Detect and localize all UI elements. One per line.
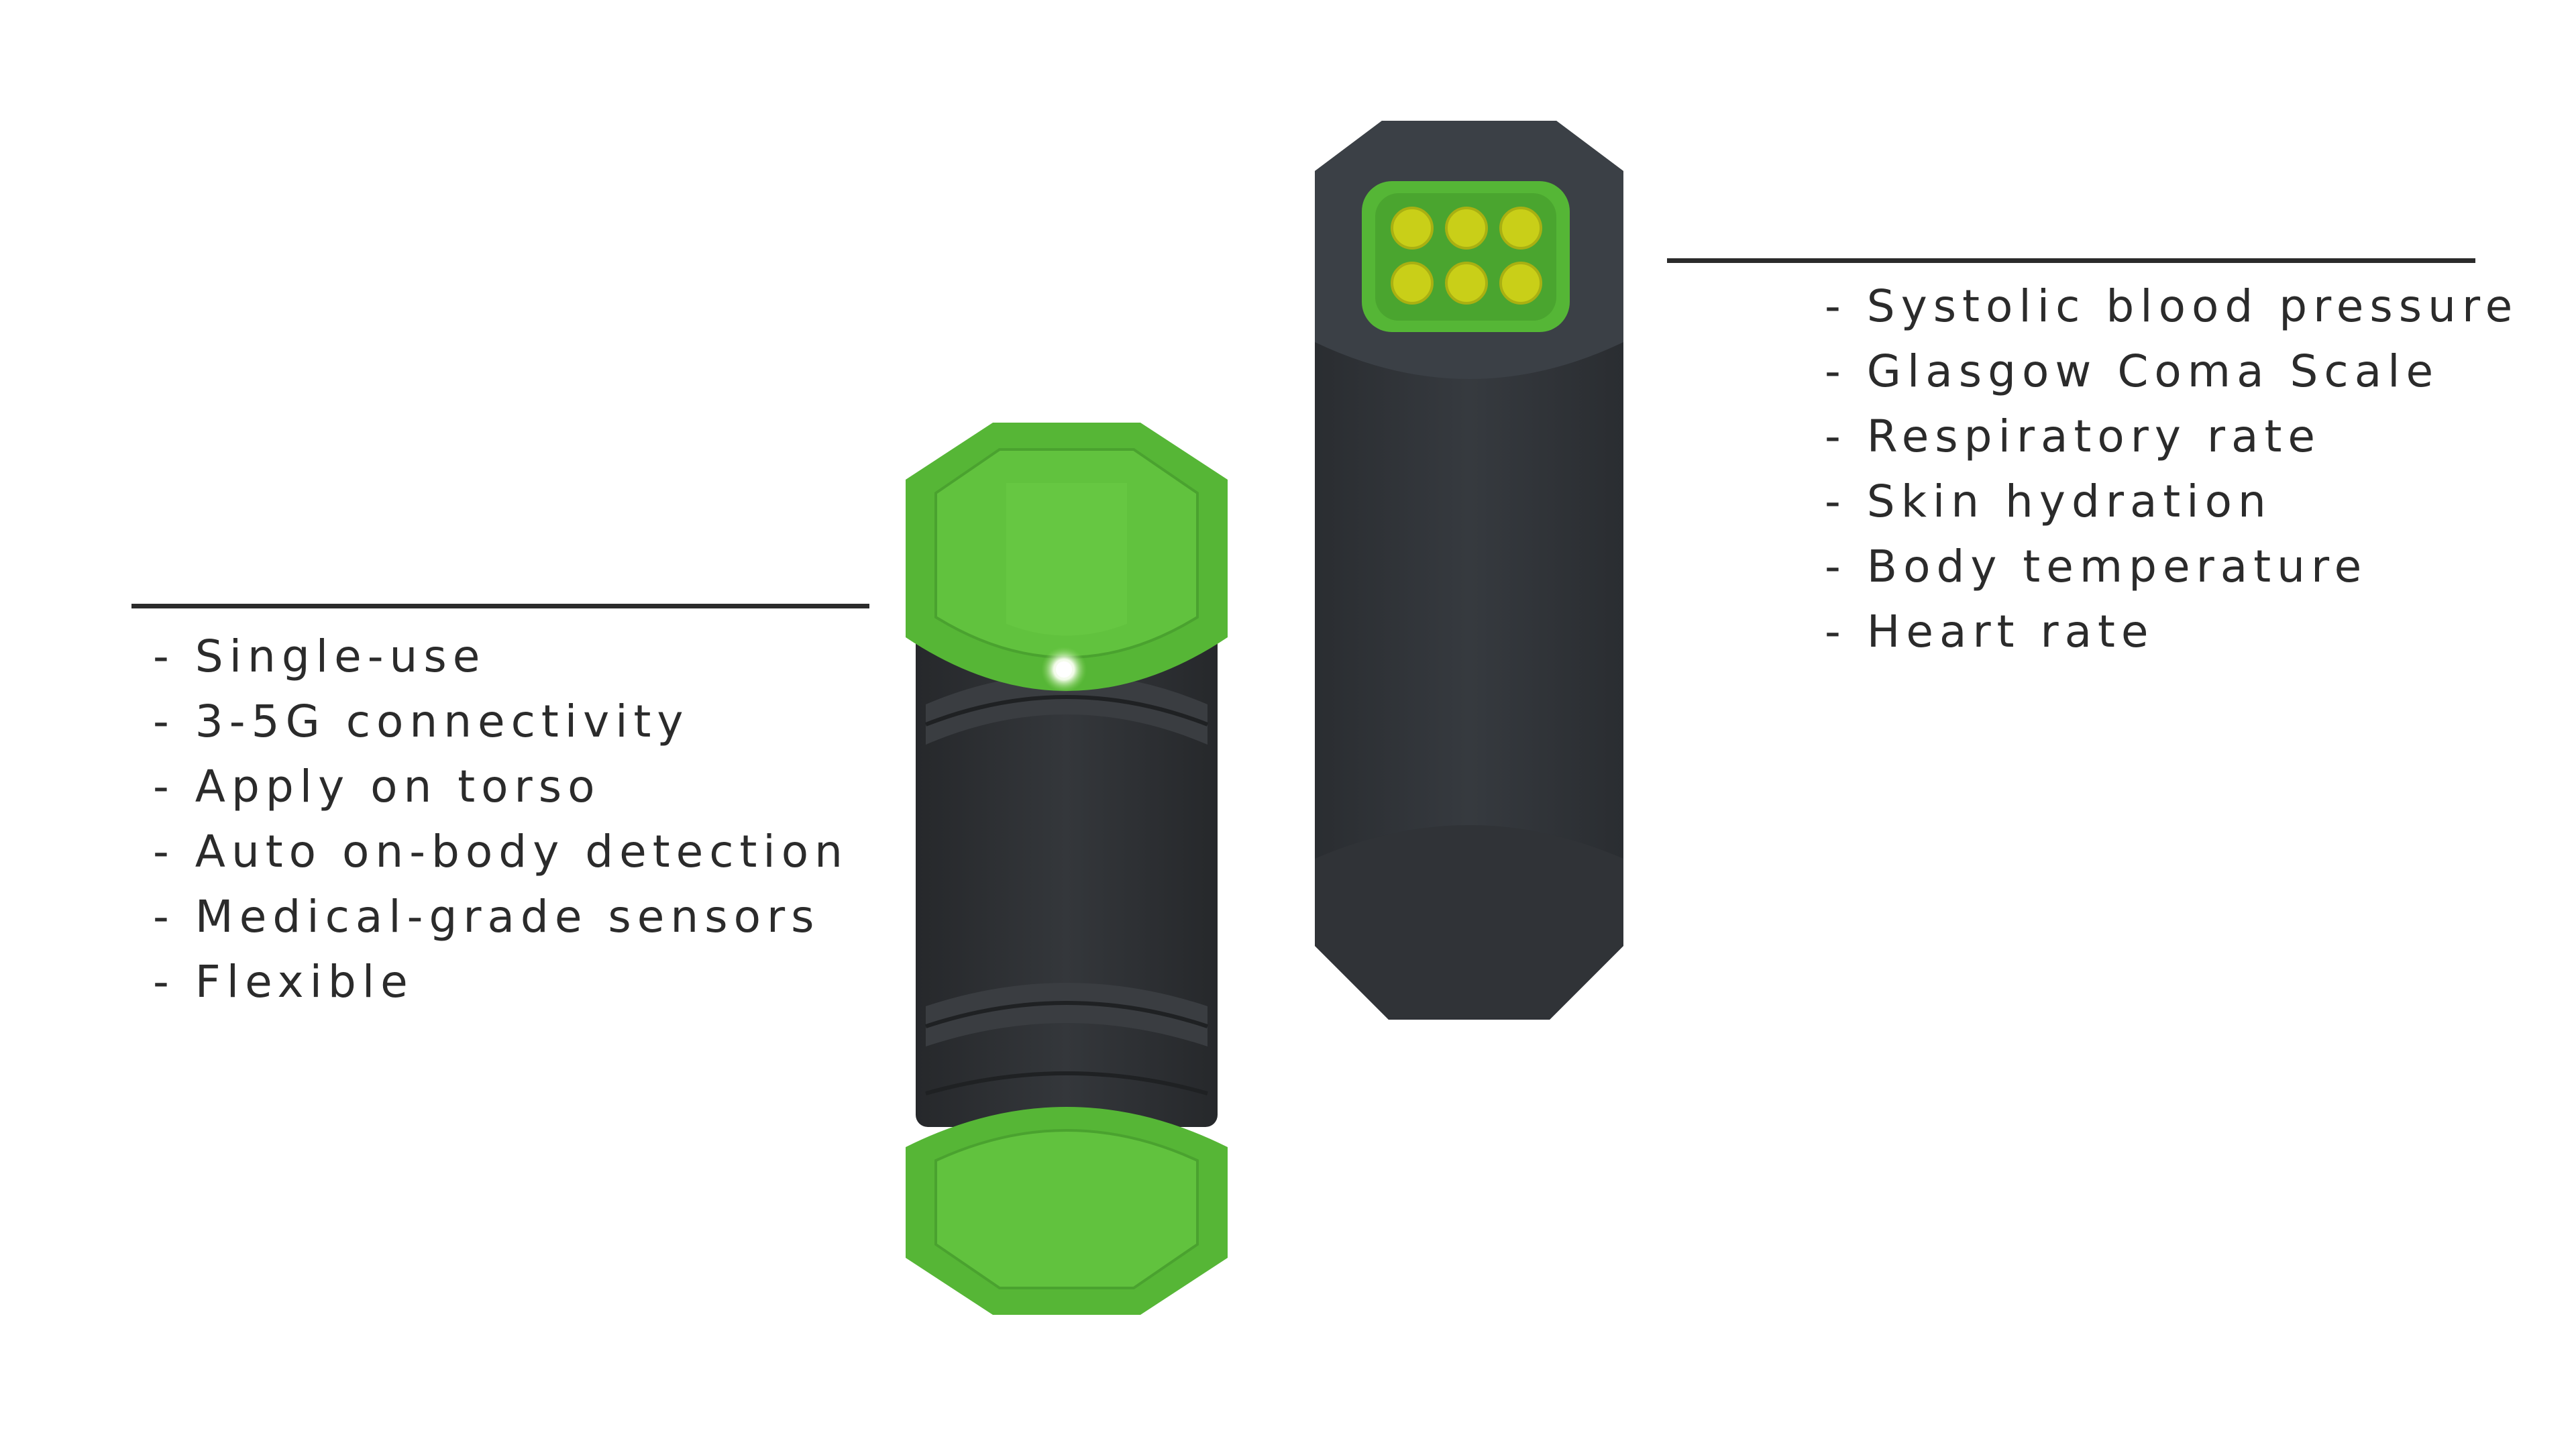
divider-line-right xyxy=(1667,258,2475,263)
electrode-contact xyxy=(1391,207,1434,250)
grip-ridge xyxy=(926,983,1208,1046)
device-front-view xyxy=(906,423,1228,1315)
grip-ridge xyxy=(925,1071,1208,1095)
grip-ridge xyxy=(926,674,1208,745)
electrode-contact xyxy=(1499,262,1542,305)
grip-ridge xyxy=(924,695,1209,727)
top-cap-facet xyxy=(1006,483,1127,636)
list-item: - Heart rate xyxy=(1825,606,2155,657)
grip-ridge xyxy=(925,1001,1208,1028)
list-item: - Glasgow Coma Scale xyxy=(1825,345,2440,397)
electrode-contact xyxy=(1445,207,1488,250)
bottom-panel xyxy=(1315,825,1623,1020)
list-item: - Flexible xyxy=(153,956,414,1008)
feature-list-left: - Single-use - 3-5G connectivity - Apply… xyxy=(153,624,849,1014)
list-item: - Body temperature xyxy=(1825,541,2368,592)
electrode-contact xyxy=(1499,207,1542,250)
bottom-cap-bevel xyxy=(934,1129,1199,1289)
list-item: - 3-5G connectivity xyxy=(153,696,690,747)
device-back-view xyxy=(1315,121,1623,1020)
feature-list-right: - Systolic blood pressure - Glasgow Coma… xyxy=(1825,274,2518,664)
list-item: - Skin hydration xyxy=(1825,476,2272,527)
list-item: - Respiratory rate xyxy=(1825,411,2321,462)
electrode-contact xyxy=(1391,262,1434,305)
status-led-core xyxy=(1056,661,1072,678)
list-item: - Single-use xyxy=(153,631,486,682)
list-item: - Apply on torso xyxy=(153,761,601,812)
list-item: - Systolic blood pressure xyxy=(1825,280,2519,332)
divider-line-left xyxy=(131,604,869,608)
list-item: - Medical-grade sensors xyxy=(153,891,820,943)
list-item: - Auto on-body detection xyxy=(153,826,849,877)
electrode-contact xyxy=(1445,262,1488,305)
